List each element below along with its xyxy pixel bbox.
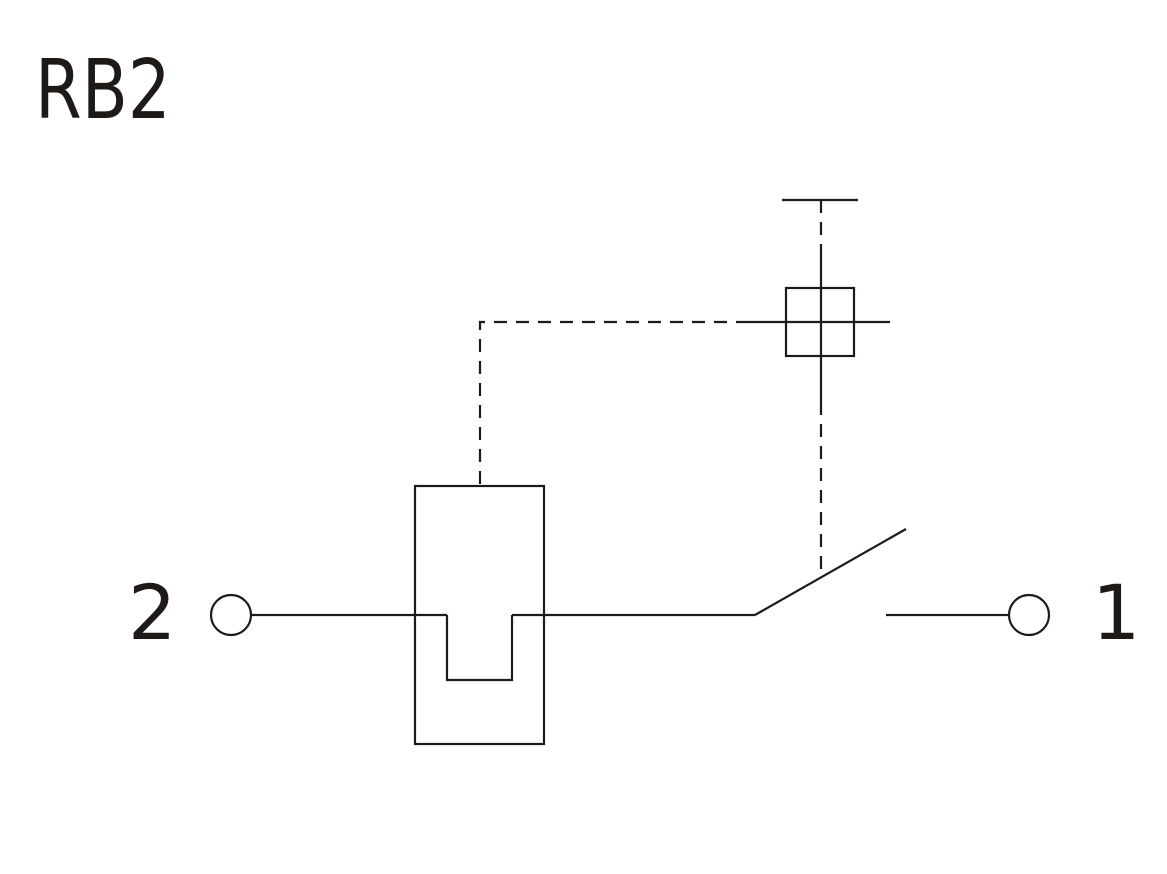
diagram-title: RB2 [35, 41, 171, 137]
switch-blade [754, 528, 907, 616]
thermal-heater-element [445, 615, 514, 682]
thermal-linkage-dashed [478, 320, 742, 484]
terminal-1-circle [1007, 593, 1051, 637]
terminal-2-label: 2 [128, 568, 176, 657]
terminal-1-label: 1 [1092, 568, 1140, 657]
terminal-2-circle [209, 593, 253, 637]
